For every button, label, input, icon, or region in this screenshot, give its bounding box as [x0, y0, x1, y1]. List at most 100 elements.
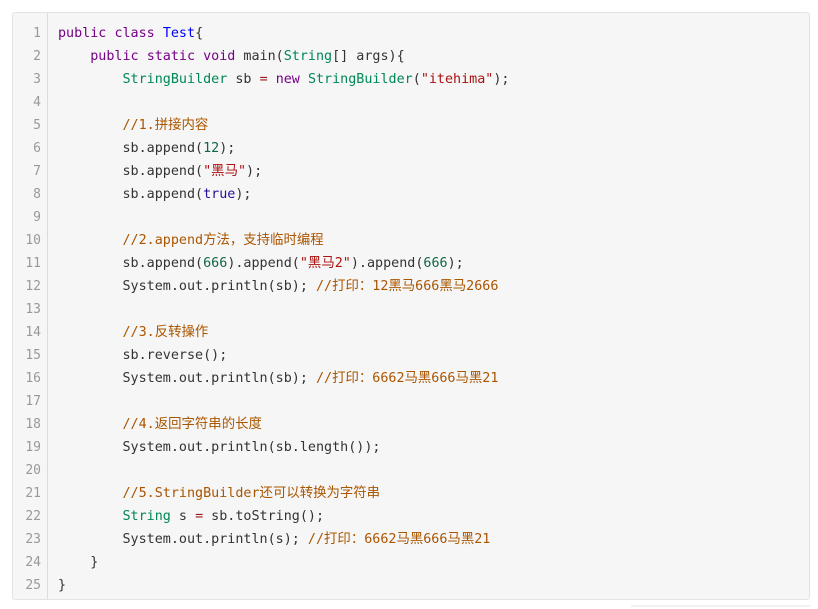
code-token: public: [58, 26, 107, 41]
code-token: sb.append(: [58, 256, 204, 271]
code-line: 25}: [13, 574, 809, 597]
code-line: 11 sb.append(666).append("黑马2").append(6…: [13, 252, 809, 275]
code-text: StringBuilder sb = new StringBuilder("it…: [58, 68, 510, 91]
code-token: [155, 26, 163, 41]
code-token: System.out.println(sb);: [58, 371, 316, 386]
code-text: public static void main(String[] args){: [58, 45, 405, 68]
code-token: StringBuilder: [307, 72, 413, 87]
code-token: class: [114, 26, 155, 41]
code-token: static: [146, 49, 196, 64]
code-token: //2.append方法，支持临时编程: [122, 233, 324, 248]
code-token: new: [275, 72, 300, 87]
code-line: 15 sb.reverse();: [13, 344, 809, 367]
line-number: 7: [33, 164, 41, 179]
code-token: );: [235, 187, 252, 202]
code-token: Test: [162, 26, 196, 41]
code-text: sb.append(12);: [58, 137, 235, 160]
code-line: 7 sb.append("黑马");: [13, 160, 809, 183]
code-line: 19 System.out.println(sb.length());: [13, 436, 809, 459]
line-number: 9: [33, 210, 41, 225]
code-line: 18 //4.返回字符串的长度: [13, 413, 809, 436]
code-token: 666: [203, 256, 228, 271]
code-token: ).append(: [350, 256, 424, 271]
code-token: =: [195, 509, 204, 524]
code-line: 9: [13, 206, 809, 229]
code-line: 17: [13, 390, 809, 413]
line-number: 13: [25, 302, 41, 317]
code-token: //1.拼接内容: [122, 118, 209, 133]
line-number: 24: [25, 555, 41, 570]
code-text: //4.返回字符串的长度: [58, 413, 262, 436]
code-text: sb.append(true);: [58, 183, 252, 206]
code-token: [] args){: [332, 49, 405, 64]
code-text: public class Test{: [58, 22, 203, 45]
code-token: );: [493, 72, 510, 87]
code-line: 3 StringBuilder sb = new StringBuilder("…: [13, 68, 809, 91]
code-token: [300, 72, 308, 87]
code-line: 6 sb.append(12);: [13, 137, 809, 160]
code-token: ).append(: [227, 256, 300, 271]
code-token: [268, 72, 276, 87]
horizontal-scrollbar[interactable]: [631, 605, 810, 607]
code-token: [58, 118, 123, 133]
code-text: sb.reverse();: [58, 344, 227, 367]
code-token: sb: [227, 72, 260, 87]
code-token: {: [195, 26, 204, 41]
code-line: 13: [13, 298, 809, 321]
line-number: 10: [25, 233, 41, 248]
line-number: 20: [25, 463, 41, 478]
code-token: 666: [423, 256, 448, 271]
code-token: [139, 49, 147, 64]
code-token: }: [58, 578, 67, 593]
code-line: 8 sb.append(true);: [13, 183, 809, 206]
code-token: [58, 49, 90, 64]
code-token: "itehima": [420, 72, 494, 87]
code-line: 14 //3.反转操作: [13, 321, 809, 344]
code-line: 2 public static void main(String[] args)…: [13, 45, 809, 68]
code-token: StringBuilder: [122, 72, 228, 87]
code-token: String: [283, 49, 333, 64]
code-token: void: [203, 49, 236, 64]
line-number: 21: [25, 486, 41, 501]
code-token: [58, 417, 123, 432]
line-number: 15: [25, 348, 41, 363]
line-number: 22: [25, 509, 41, 524]
code-line: 23 System.out.println(s); //打印：6662马黑666…: [13, 528, 809, 551]
code-token: [195, 49, 203, 64]
code-token: "黑马2": [299, 256, 351, 271]
code-token: main(: [235, 49, 284, 64]
line-number: 11: [25, 256, 41, 271]
code-text: sb.append(666).append("黑马2").append(666)…: [58, 252, 463, 275]
code-text: //1.拼接内容: [58, 114, 209, 137]
code-token: sb.toString();: [203, 509, 325, 524]
code-text: System.out.println(sb); //打印：6662马黑666马黑…: [58, 367, 498, 390]
line-number-gutter: [13, 13, 48, 599]
code-text: System.out.println(sb); //打印：12黑马666黑马26…: [58, 275, 498, 298]
code-token: "黑马": [203, 164, 247, 179]
code-token: );: [219, 141, 236, 156]
code-token: [58, 486, 123, 501]
code-line: 16 System.out.println(sb); //打印：6662马黑66…: [13, 367, 809, 390]
code-token: String: [122, 509, 171, 524]
line-number: 16: [25, 371, 41, 386]
code-text: }: [58, 574, 66, 597]
code-token: //5.StringBuilder还可以转换为字符串: [122, 486, 381, 501]
code-token: sb.append(: [58, 187, 204, 202]
code-text: }: [58, 551, 98, 574]
line-number: 23: [25, 532, 41, 547]
code-line: 22 String s = sb.toString();: [13, 505, 809, 528]
code-line: 21 //5.StringBuilder还可以转换为字符串: [13, 482, 809, 505]
code-token: );: [246, 164, 263, 179]
code-line: 10 //2.append方法，支持临时编程: [13, 229, 809, 252]
code-line: 20: [13, 459, 809, 482]
line-number: 6: [33, 141, 41, 156]
code-token: public: [90, 49, 139, 64]
code-line: 5 //1.拼接内容: [13, 114, 809, 137]
code-token: //打印：6662马黑666马黑21: [307, 532, 491, 547]
line-number: 18: [25, 417, 41, 432]
code-token: [58, 72, 123, 87]
code-token: System.out.println(sb);: [58, 279, 316, 294]
